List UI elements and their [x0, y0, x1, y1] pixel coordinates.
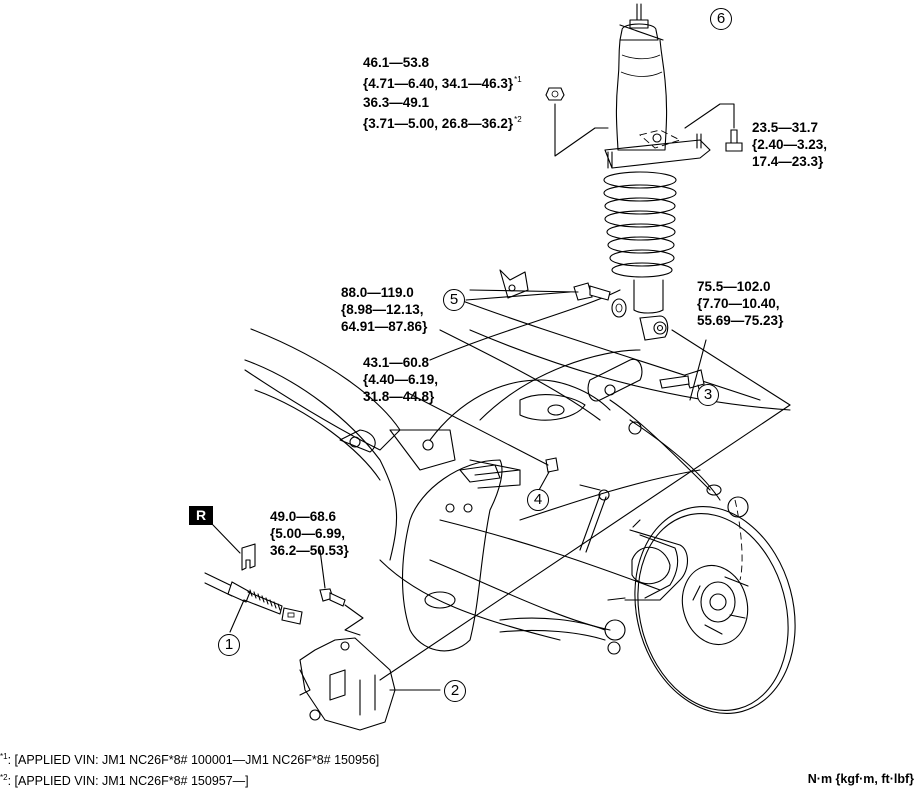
units-label: N·m {kgf·m, ft·lbf}	[807, 772, 914, 786]
torque-value: 23.5—31.7	[752, 120, 819, 135]
torque-value: {7.70—10.40,	[697, 296, 780, 311]
footnote-ref: *2	[514, 115, 522, 124]
callout-2: 2	[444, 680, 466, 702]
clip	[212, 524, 256, 571]
callout-6: 6	[710, 8, 732, 30]
torque-value: {4.71—6.40, 34.1—46.3}*1	[363, 71, 522, 92]
shock-absorber	[603, 3, 711, 341]
footnote-1: *1: [APPLIED VIN: JM1 NC26F*8# 100001—JM…	[0, 752, 379, 767]
coil-spring	[603, 171, 677, 278]
torque-value: 43.1—60.8	[363, 355, 430, 370]
torque-value: 31.8—44.8}	[363, 389, 435, 404]
torque-spec-nut-4: 43.1—60.8 {4.40—6.19, 31.8—44.8}	[363, 354, 438, 405]
footnote-ref: *1	[0, 752, 8, 761]
torque-spec-caliper-bolt: 49.0—68.6 {5.00—6.99, 36.2—50.53}	[270, 508, 349, 559]
torque-value: 36.3—49.1	[363, 95, 430, 110]
callout-3: 3	[697, 384, 719, 406]
torque-value-text: {3.71—5.00, 26.8—36.2}	[363, 116, 514, 131]
brake-rotor	[634, 496, 796, 714]
torque-spec-bolt-5: 88.0—119.0 {8.98—12.13, 64.91—87.86}	[341, 284, 427, 335]
bolt-5	[573, 282, 611, 301]
leader-5	[465, 291, 571, 301]
leader-6	[619, 24, 664, 41]
torque-value-text: {4.71—6.40, 34.1—46.3}	[363, 76, 514, 91]
bolt-3	[659, 369, 705, 389]
torque-value: {3.71—5.00, 26.8—36.2}*2	[363, 111, 522, 132]
torque-value: {2.40—3.23,	[752, 137, 828, 152]
r-badge: R	[189, 506, 213, 525]
brake-caliper	[299, 637, 429, 731]
callout-5: 5	[443, 289, 465, 311]
torque-value: 49.0—68.6	[270, 509, 337, 524]
footnote-2: *2: [APPLIED VIN: JM1 NC26F*8# 150957—]	[0, 773, 249, 788]
torque-value: {5.00—6.99,	[270, 526, 346, 541]
upper-arm	[587, 358, 722, 501]
top-nut	[545, 87, 565, 101]
footnote-ref: *1	[514, 75, 522, 84]
stabilizer-link	[545, 457, 610, 553]
caliper-bolt	[319, 549, 364, 636]
leader-4	[538, 471, 550, 491]
footnote-text: : [APPLIED VIN: JM1 NC26F*8# 100001—JM1 …	[7, 753, 380, 767]
parking-brake-cable	[204, 572, 303, 633]
callout-4: 4	[527, 489, 549, 511]
torque-spec-top-nut-2: 36.3—49.1 {3.71—5.00, 26.8—36.2}*2	[363, 94, 522, 132]
torque-value: 36.2—50.53}	[270, 543, 349, 558]
torque-value: 17.4—23.3}	[752, 154, 824, 169]
callout-1: 1	[218, 634, 240, 656]
leader-nut-4	[407, 392, 549, 466]
mount-bolt	[725, 129, 743, 152]
caliper-bracket	[604, 519, 689, 655]
torque-value: {8.98—12.13,	[341, 302, 424, 317]
torque-spec-bolt-3: 75.5—102.0 {7.70—10.40, 55.69—75.23}	[697, 278, 783, 329]
torque-value: 88.0—119.0	[341, 285, 414, 300]
rear-subframe	[244, 269, 791, 641]
torque-value: 64.91—87.86}	[341, 319, 428, 334]
torque-spec-mount-bolt: 23.5—31.7 {2.40—3.23, 17.4—23.3}	[752, 119, 827, 170]
torque-value: 75.5—102.0	[697, 279, 771, 294]
knuckle	[402, 459, 521, 652]
footnote-ref: *2	[0, 773, 8, 782]
lower-arm	[499, 617, 606, 641]
torque-value: {4.40—6.19,	[363, 372, 439, 387]
torque-value: 55.69—75.23}	[697, 313, 784, 328]
torque-value: 46.1—53.8	[363, 55, 430, 70]
torque-spec-top-nut-1: 46.1—53.8 {4.71—6.40, 34.1—46.3}*1	[363, 54, 522, 92]
footnote-text: : [APPLIED VIN: JM1 NC26F*8# 150957—]	[7, 774, 249, 788]
